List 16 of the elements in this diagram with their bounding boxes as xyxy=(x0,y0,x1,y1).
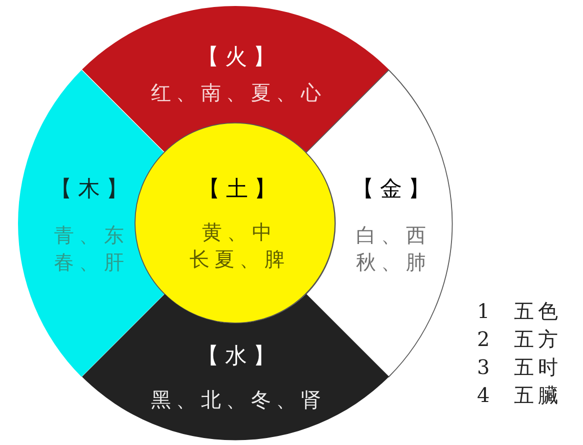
sector-heading: 【金】 xyxy=(350,176,436,203)
attribute-text: 黑、北、冬、肾 xyxy=(150,386,326,414)
numbered-key-text: 2 五方 xyxy=(477,326,562,352)
numbered-key-text: 3 五时 xyxy=(477,354,562,380)
sector-heading: 【火】 xyxy=(196,45,281,71)
numbered-key-text: 1 五色 xyxy=(477,298,562,324)
attribute-text: 青、东春、肝 xyxy=(53,222,129,276)
sector-heading: 【水】 xyxy=(196,344,281,370)
sector-heading: 【木】 xyxy=(49,176,134,203)
attribute-text: 黄、中长夏、脾 xyxy=(188,219,290,273)
ring-segment xyxy=(82,294,388,440)
numbered-key-text: 4 五臟 xyxy=(477,382,562,408)
sector-heading: 【土】 xyxy=(197,177,282,203)
attribute-text: 白、西秋、肺 xyxy=(354,222,431,276)
ring-segment xyxy=(82,6,388,152)
attribute-text: 红、南、夏、心 xyxy=(150,80,326,106)
